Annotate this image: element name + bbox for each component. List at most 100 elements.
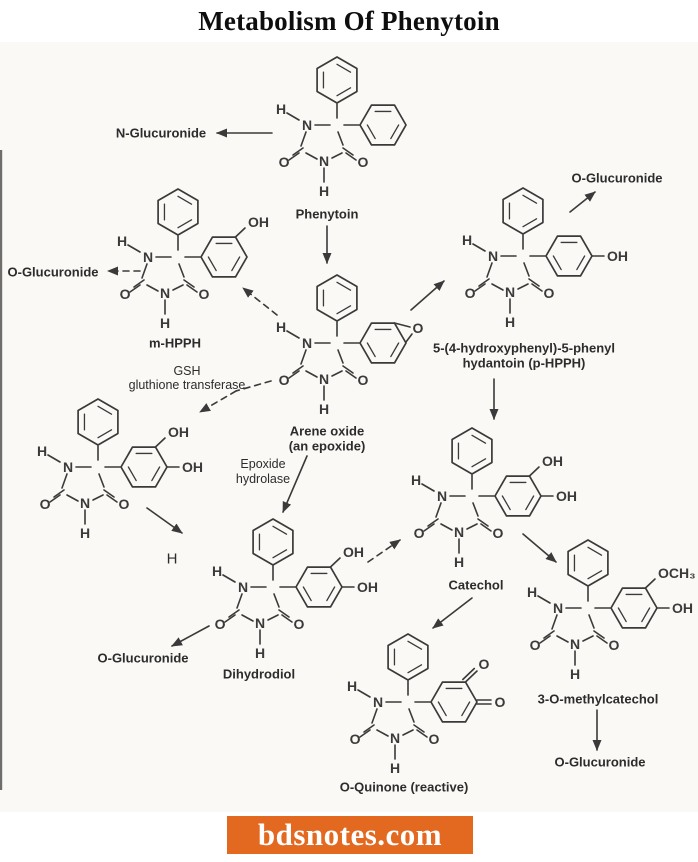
- bond-line: [556, 635, 569, 643]
- aromatic-line: [336, 281, 352, 291]
- atom-label: N: [319, 153, 329, 169]
- arrow-dihydrodiol-to-o-glucuronide: [171, 625, 210, 647]
- aromatic-line: [552, 255, 562, 271]
- epoxide-hydrolase-line1: Epoxide: [240, 457, 285, 471]
- bond-line: [337, 349, 344, 364]
- bond-line: [236, 593, 243, 609]
- o-glucuronide-left-label: O-Glucuronide: [8, 265, 99, 280]
- o-glucuronide-topright-label: O-Glucuronide: [572, 171, 663, 186]
- atom-label: H: [37, 443, 47, 459]
- atom-label: O: [215, 616, 226, 632]
- arene-oxide-label-line1: Arene oxide: [290, 424, 364, 439]
- bond-line: [551, 614, 558, 630]
- atom-label: N: [319, 371, 329, 387]
- aromatic-line: [336, 87, 352, 97]
- atom-label: H: [160, 315, 170, 331]
- bond-line: [363, 724, 375, 733]
- bond-line: [178, 263, 185, 278]
- aromatic-line: [617, 607, 627, 623]
- phenytoin-label: Phenytoin: [296, 207, 359, 222]
- epoxide-oxygen-label: O: [413, 320, 424, 336]
- bond-line: [472, 243, 486, 252]
- scan-edge-artifact: [0, 150, 3, 790]
- bond-line: [416, 729, 428, 738]
- bond-line: [342, 147, 354, 156]
- bond-line: [267, 614, 279, 621]
- aromatic-line: [587, 570, 603, 580]
- bond-line: [278, 609, 290, 618]
- aromatic-line: [461, 701, 471, 717]
- bond-line: [61, 473, 68, 489]
- bond-line: [393, 322, 411, 328]
- arrows: [107, 128, 602, 751]
- aromatic-line: [576, 255, 586, 271]
- bond-line: [92, 494, 104, 501]
- atom-label: N: [437, 488, 447, 504]
- bond-line: [582, 635, 594, 642]
- bond-line: [146, 284, 159, 292]
- aromatic-line: [151, 466, 161, 482]
- bond-line: [593, 630, 605, 639]
- o-glucuronide-bottomleft-label: O-Glucuronide: [98, 651, 189, 666]
- atom-label: N: [505, 284, 515, 300]
- bond-line: [329, 557, 341, 568]
- atom-label: N: [238, 579, 248, 595]
- bond-line: [241, 614, 254, 622]
- bond-line: [537, 595, 551, 604]
- bond-line: [371, 708, 378, 724]
- atom-label: H: [570, 666, 580, 682]
- bond-line: [523, 262, 530, 277]
- scan-background: [0, 42, 698, 812]
- benzene-ring: [252, 518, 294, 566]
- bond-line: [528, 466, 540, 477]
- m-hpph-label: m-HPPH: [149, 336, 201, 351]
- aromatic-line: [525, 495, 535, 511]
- floating-h-label: H: [167, 551, 178, 568]
- bond-line: [596, 635, 608, 644]
- bond-line: [539, 635, 551, 644]
- bond-line: [331, 152, 343, 159]
- o-quinone-label: O-Quinone (reactive): [340, 780, 469, 795]
- atom-label: O: [414, 525, 425, 541]
- substituent-label: OH: [672, 600, 693, 616]
- bond-line: [292, 147, 304, 156]
- bond-line: [66, 494, 79, 502]
- atom-label: H: [347, 678, 357, 694]
- aromatic-line: [522, 218, 538, 228]
- quinone-oxygen-label: O: [479, 656, 490, 672]
- methylcatechol-label: 3-O-methylcatechol: [538, 692, 659, 707]
- bond-line: [49, 494, 61, 503]
- bond-line: [359, 729, 371, 738]
- gsh-label: GSH: [173, 364, 200, 378]
- bond-line: [98, 473, 105, 488]
- atom-label: H: [462, 232, 472, 248]
- aromatic-line: [641, 607, 651, 623]
- atom-label: N: [373, 694, 383, 710]
- bond-line: [435, 502, 442, 518]
- atom-label: N: [570, 636, 580, 652]
- atom-label: H: [411, 472, 421, 488]
- atom-label: N: [255, 615, 265, 631]
- atom-label: N: [160, 285, 170, 301]
- benzene-ring: [387, 633, 429, 681]
- substituent-label: OH: [182, 459, 203, 475]
- atom-label: O: [429, 731, 440, 747]
- bond-line: [474, 283, 486, 292]
- bond-line: [588, 614, 595, 629]
- bond-line: [543, 630, 555, 639]
- arrow-gsh-conjugate-down-arrow: [146, 507, 183, 534]
- bond-line: [154, 437, 166, 448]
- bond-line: [127, 244, 141, 253]
- aromatic-line: [366, 342, 376, 358]
- bond-line: [281, 614, 293, 623]
- bond-line: [413, 724, 425, 733]
- atom-label: H: [454, 554, 464, 570]
- atom-label: O: [199, 286, 210, 302]
- bond-line: [331, 370, 343, 377]
- atom-label: H: [255, 645, 265, 661]
- benzene-ring: [157, 188, 199, 236]
- atom-label: H: [212, 563, 222, 579]
